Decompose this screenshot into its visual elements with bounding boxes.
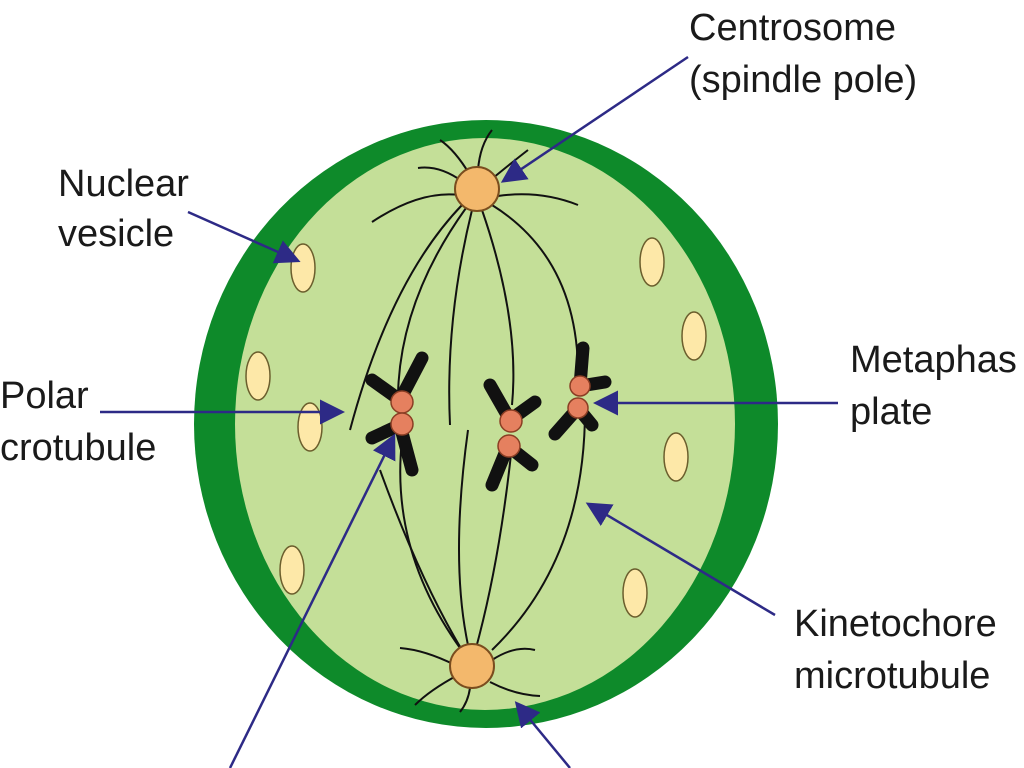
centrosome-label-line1: Centrosome (689, 7, 896, 49)
kinetochore-arrow (228, 433, 396, 768)
metaphase-plate-label-line1: Metaphas (850, 339, 1017, 381)
kinetochore (390, 390, 414, 414)
kinetochore (567, 397, 589, 419)
spindle-microtubules (349, 129, 586, 713)
kinetochore (499, 409, 523, 433)
centrosome-label-line2: (spindle pole) (689, 59, 917, 101)
centrosome-top (454, 166, 500, 212)
kinetochore-microtubule-label-line1: Kinetochore (794, 603, 997, 645)
kinetochore-microtubule-arrow (585, 502, 776, 617)
astral-microtubule (491, 647, 536, 661)
leader-arrows (100, 55, 838, 768)
astral-microtubule (371, 193, 461, 223)
nuclear-vesicle (639, 237, 665, 287)
kinetochores (390, 375, 591, 458)
kinetochore-microtubule (397, 207, 467, 396)
astral-microtubule (477, 129, 493, 171)
nuclear-vesicle (681, 311, 707, 361)
astral-microtubule (497, 193, 579, 206)
polar-microtubule-label-line2: crotubule (0, 427, 156, 469)
labels: Centrosome (spindle pole) Nuclear vesicl… (0, 7, 1017, 697)
kinetochore-microtubule (481, 209, 515, 406)
polar-microtubule (458, 429, 469, 646)
nuclear-vesicle-arrow (187, 210, 301, 264)
kinetochore (390, 412, 414, 436)
polar-microtubule (349, 204, 463, 431)
aster-arrow (514, 701, 571, 768)
kinetochore-microtubule (475, 444, 513, 649)
nuclear-vesicle (290, 243, 316, 293)
nuclear-vesicle (297, 402, 323, 452)
kinetochore (569, 375, 591, 397)
nuclear-vesicle-label-line2: vesicle (58, 213, 174, 255)
nuclear-vesicle (622, 568, 648, 618)
cytoplasm (235, 138, 735, 710)
polar-microtubule (379, 469, 463, 651)
astral-microtubule (489, 681, 541, 697)
centrosome-bottom (449, 643, 495, 689)
polar-microtubule (448, 209, 473, 426)
nuclear-vesicles (245, 237, 707, 618)
nuclear-vesicle-label-line1: Nuclear (58, 163, 189, 205)
nuclear-vesicle (663, 432, 689, 482)
kinetochore (497, 434, 521, 458)
astral-microtubule (459, 687, 471, 713)
metaphase-plate-label-line2: plate (850, 391, 932, 433)
kinetochore-microtubule (491, 409, 586, 651)
nuclear-vesicle (279, 545, 305, 595)
polar-microtubule-label-line1: Polar (0, 375, 89, 417)
kinetochore-microtubule-label-line2: microtubule (794, 655, 990, 697)
nuclear-vesicle (245, 351, 271, 401)
centrosome-arrow (500, 55, 689, 183)
